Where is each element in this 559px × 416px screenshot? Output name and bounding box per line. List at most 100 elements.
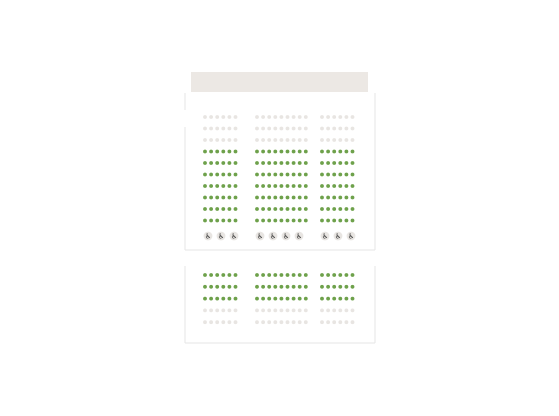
seat-available[interactable] [291,284,296,289]
seat-available[interactable] [215,195,220,200]
seat-available[interactable] [338,149,343,154]
seat-available[interactable] [326,184,330,188]
seat-available[interactable] [273,273,278,277]
seat-available[interactable] [297,296,302,301]
seat-available[interactable] [291,273,296,277]
wheelchair-icon[interactable]: ♿ [294,231,304,241]
seat-available[interactable] [203,195,207,200]
seat-available[interactable] [261,161,265,165]
seat-available[interactable] [350,149,355,154]
seat-available[interactable] [303,161,308,165]
seat-available[interactable] [291,296,296,301]
seat-available[interactable] [209,296,214,301]
seat-available[interactable] [291,207,296,211]
seat-available[interactable] [332,207,337,211]
seat-available[interactable] [350,195,355,200]
seat-available[interactable] [221,161,226,165]
seat-available[interactable] [285,184,290,188]
seat-available[interactable] [297,172,302,177]
seat-available[interactable] [350,172,355,177]
seat-available[interactable] [332,149,337,154]
seat-available[interactable] [332,184,337,188]
seat-available[interactable] [209,218,214,223]
seat-available[interactable] [279,184,284,188]
seat-available[interactable] [233,184,238,188]
seat-available[interactable] [320,195,324,200]
seat-available[interactable] [344,195,349,200]
seat-available[interactable] [320,184,324,188]
seat-available[interactable] [285,218,290,223]
seat-available[interactable] [291,195,296,200]
seat-available[interactable] [285,161,290,165]
seat-available[interactable] [303,172,308,177]
seat-available[interactable] [285,284,290,289]
seat-available[interactable] [297,184,302,188]
seat-available[interactable] [227,284,232,289]
seat-available[interactable] [291,218,296,223]
seat-available[interactable] [203,273,207,277]
seat-available[interactable] [279,218,284,223]
seat-available[interactable] [320,172,324,177]
wheelchair-icon[interactable]: ♿ [229,231,239,241]
seat-available[interactable] [320,149,324,154]
seat-available[interactable] [326,161,330,165]
seat-available[interactable] [338,184,343,188]
seat-available[interactable] [297,218,302,223]
seat-available[interactable] [221,172,226,177]
seat-available[interactable] [233,284,238,289]
wheelchair-icon[interactable]: ♿ [255,231,265,241]
seat-available[interactable] [203,184,207,188]
seat-available[interactable] [221,284,226,289]
seat-available[interactable] [227,184,232,188]
seat-available[interactable] [209,149,214,154]
seat-available[interactable] [209,207,214,211]
seat-available[interactable] [273,149,278,154]
wheelchair-icon[interactable]: ♿ [216,231,226,241]
seat-available[interactable] [344,218,349,223]
seat-available[interactable] [267,184,272,188]
seat-available[interactable] [255,161,259,165]
seat-available[interactable] [233,207,238,211]
seat-available[interactable] [215,284,220,289]
seat-available[interactable] [279,172,284,177]
wheelchair-icon[interactable]: ♿ [346,231,356,241]
seat-available[interactable] [255,149,259,154]
seat-available[interactable] [344,184,349,188]
seat-available[interactable] [332,161,337,165]
seat-available[interactable] [233,172,238,177]
seat-available[interactable] [221,218,226,223]
seat-available[interactable] [255,184,259,188]
seat-available[interactable] [261,296,265,301]
seat-available[interactable] [227,218,232,223]
seat-available[interactable] [285,195,290,200]
seat-available[interactable] [203,296,207,301]
seat-available[interactable] [255,218,259,223]
seat-available[interactable] [209,172,214,177]
seat-available[interactable] [344,161,349,165]
seat-available[interactable] [344,296,349,301]
seat-available[interactable] [344,207,349,211]
seat-available[interactable] [344,172,349,177]
seat-available[interactable] [303,273,308,277]
seat-available[interactable] [255,296,259,301]
wheelchair-icon[interactable]: ♿ [333,231,343,241]
seat-available[interactable] [332,172,337,177]
seat-available[interactable] [285,207,290,211]
seat-available[interactable] [291,184,296,188]
seat-available[interactable] [221,207,226,211]
seat-available[interactable] [233,218,238,223]
seat-available[interactable] [233,296,238,301]
seat-available[interactable] [332,195,337,200]
seat-available[interactable] [267,218,272,223]
seat-available[interactable] [350,284,355,289]
seat-available[interactable] [221,149,226,154]
seat-available[interactable] [297,161,302,165]
seat-available[interactable] [350,296,355,301]
seat-available[interactable] [303,296,308,301]
seat-available[interactable] [261,149,265,154]
seat-available[interactable] [297,149,302,154]
seat-available[interactable] [255,207,259,211]
seat-available[interactable] [350,161,355,165]
seat-available[interactable] [273,172,278,177]
wheelchair-icon[interactable]: ♿ [281,231,291,241]
